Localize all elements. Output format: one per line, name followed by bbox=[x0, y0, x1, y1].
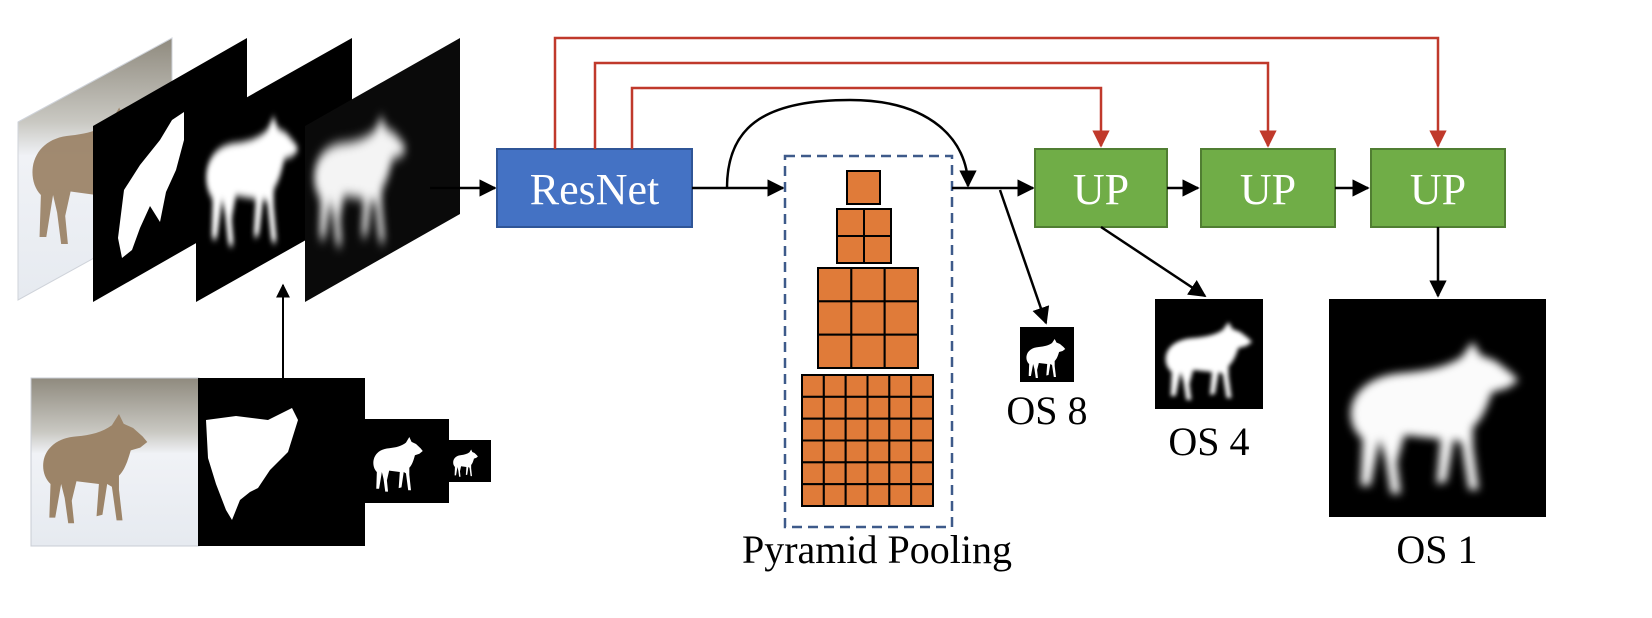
pyramid-cell bbox=[866, 461, 891, 486]
pyramid-cell bbox=[866, 439, 891, 464]
multiscale-input bbox=[30, 377, 491, 547]
output-os8-label: OS 8 bbox=[1006, 388, 1087, 433]
pyramid-cell bbox=[910, 483, 935, 507]
output-os1-label: OS 1 bbox=[1396, 527, 1477, 572]
pyramid-cell bbox=[866, 417, 891, 442]
arrow-to-os8 bbox=[998, 189, 1050, 325]
skip-to-up1 bbox=[630, 86, 1110, 149]
alpha-small bbox=[449, 440, 491, 482]
pyramid-cell bbox=[866, 483, 891, 507]
pyramid-cell bbox=[888, 483, 913, 507]
output-os8: OS 8 bbox=[1006, 327, 1088, 433]
pyramid-cell bbox=[801, 374, 825, 398]
pyramid-cell bbox=[822, 461, 847, 486]
pyramid-cell bbox=[883, 267, 920, 303]
pyramid-cell bbox=[866, 395, 891, 420]
pyramid-cell bbox=[910, 395, 935, 420]
pyramid-cell bbox=[822, 374, 847, 398]
pyramid-level-3x3 bbox=[817, 267, 920, 369]
pyramid-cell bbox=[844, 395, 869, 420]
pyramid-cell bbox=[910, 461, 935, 486]
pyramid-cell bbox=[910, 374, 935, 398]
up-block-3-label: UP bbox=[1410, 165, 1466, 214]
pyramid-cell bbox=[850, 300, 886, 336]
alpha-medium bbox=[365, 419, 449, 503]
output-os4-label: OS 4 bbox=[1168, 419, 1249, 464]
pyramid-grids bbox=[801, 170, 935, 507]
input-frame-stack bbox=[17, 37, 460, 302]
pyramid-level-2x2 bbox=[836, 208, 892, 264]
pyramid-pooling-module: Pyramid Pooling bbox=[742, 154, 1012, 572]
pyramid-cell bbox=[888, 374, 913, 398]
pyramid-cell bbox=[801, 483, 825, 507]
pyramid-cell bbox=[801, 395, 825, 420]
pyramid-cell bbox=[836, 235, 865, 264]
pyramid-cell bbox=[888, 395, 913, 420]
arrow-to-os4 bbox=[1100, 225, 1207, 298]
pyramid-cell bbox=[883, 333, 920, 369]
pyramid-cell bbox=[866, 374, 891, 398]
pyramid-pooling-label: Pyramid Pooling bbox=[742, 527, 1012, 572]
skip-to-up2 bbox=[593, 61, 1277, 149]
pyramid-cell bbox=[846, 170, 881, 205]
pyramid-cell bbox=[801, 461, 825, 486]
output-os4: OS 4 bbox=[1155, 299, 1263, 464]
pyramid-cell bbox=[844, 461, 869, 486]
pyramid-cell bbox=[850, 267, 886, 303]
trimap-large bbox=[198, 378, 365, 546]
pyramid-cell bbox=[844, 439, 869, 464]
soft-alpha-frame bbox=[305, 38, 460, 302]
pyramid-pooling-border bbox=[783, 154, 954, 529]
resnet-block: ResNet bbox=[496, 148, 693, 228]
resnet-label: ResNet bbox=[530, 165, 660, 214]
pyramid-cell bbox=[817, 300, 853, 336]
skip-connections bbox=[553, 36, 1447, 149]
skip-to-up3 bbox=[553, 36, 1447, 149]
pyramid-cell bbox=[801, 417, 825, 442]
pyramid-cell bbox=[822, 483, 847, 507]
pyramid-cell bbox=[817, 267, 853, 303]
output-os1: OS 1 bbox=[1329, 299, 1546, 572]
pyramid-cell bbox=[822, 417, 847, 442]
pyramid-cell bbox=[910, 417, 935, 442]
pyramid-cell bbox=[883, 300, 920, 336]
up-block-2: UP bbox=[1200, 148, 1336, 228]
pyramid-level-1x1 bbox=[846, 170, 881, 205]
up-block-1-label: UP bbox=[1073, 165, 1129, 214]
pyramid-cell bbox=[910, 439, 935, 464]
pyramid-cell bbox=[844, 417, 869, 442]
pyramid-cell bbox=[822, 395, 847, 420]
pyramid-cell bbox=[801, 439, 825, 464]
up-block-1: UP bbox=[1034, 148, 1168, 228]
pyramid-cell bbox=[888, 417, 913, 442]
up-block-2-label: UP bbox=[1240, 165, 1296, 214]
input-photo bbox=[30, 377, 200, 547]
arrow-pyramid-skip bbox=[725, 98, 977, 189]
pyramid-cell bbox=[817, 333, 853, 369]
pyramid-cell bbox=[836, 208, 865, 237]
pyramid-cell bbox=[844, 483, 869, 507]
pyramid-cell bbox=[888, 439, 913, 464]
up-block-3: UP bbox=[1370, 148, 1506, 228]
pyramid-cell bbox=[888, 461, 913, 486]
pyramid-cell bbox=[850, 333, 886, 369]
pyramid-level-6x6 bbox=[801, 374, 935, 507]
pyramid-cell bbox=[844, 374, 869, 398]
pyramid-cell bbox=[863, 235, 892, 264]
pyramid-cell bbox=[863, 208, 892, 237]
pyramid-cell bbox=[822, 439, 847, 464]
